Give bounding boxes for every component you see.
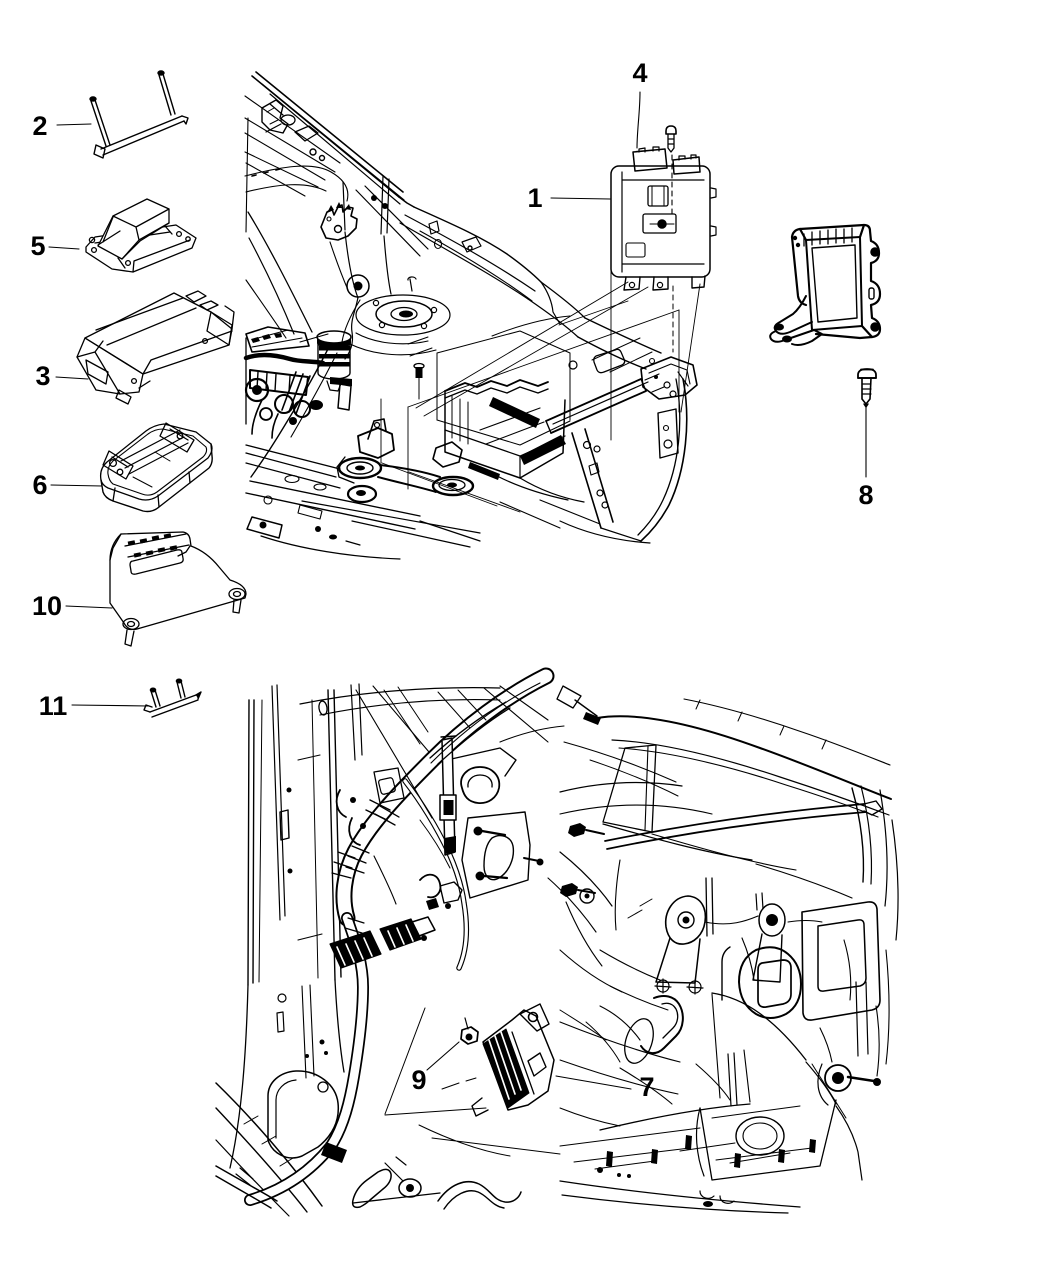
svg-text:9: 9 <box>411 1065 426 1095</box>
svg-text:1: 1 <box>527 183 542 213</box>
svg-text:8: 8 <box>858 480 873 510</box>
svg-text:11: 11 <box>39 691 68 721</box>
svg-text:10: 10 <box>32 591 62 621</box>
svg-text:3: 3 <box>35 361 50 391</box>
svg-text:2: 2 <box>32 111 47 141</box>
svg-text:4: 4 <box>632 58 647 88</box>
svg-text:5: 5 <box>30 231 45 261</box>
svg-text:6: 6 <box>32 470 47 500</box>
